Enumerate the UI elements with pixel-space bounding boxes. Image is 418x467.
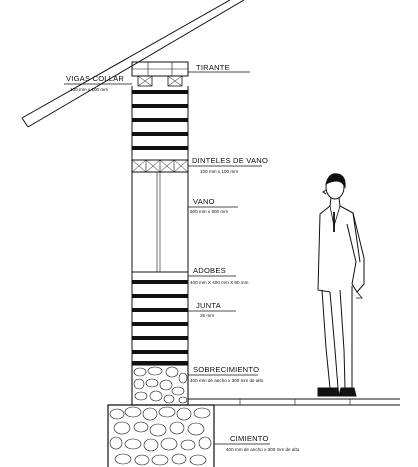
label-cimiento: CIMIENTO 400 mm de ancho x 300 mm de alt…	[214, 434, 300, 452]
adobes-title: ADOBES	[193, 266, 226, 275]
label-sobrecimiento: SOBRECIMIENTO 400 mm de ancho x 300 mm d…	[188, 365, 264, 383]
dintel-lintel	[131, 159, 189, 173]
vigas-collar-title: VIGAS COLLAR	[66, 74, 124, 83]
sobrecimiento-plinth	[131, 364, 189, 406]
dinteles-title: DINTELES DE VANO	[192, 156, 268, 165]
label-tirante: TIRANTE	[188, 63, 250, 73]
label-adobes: ADOBES 400 mm X 400 mm X 80 mm	[188, 266, 249, 285]
label-vigas-collar: VIGAS COLLAR 100 mm x 100 mm	[64, 74, 132, 92]
junta-title: JUNTA	[196, 301, 222, 310]
adobe-wall-upper	[131, 86, 189, 160]
tirante-title: TIRANTE	[196, 63, 230, 72]
sobrecimiento-dims: 400 mm de ancho x 300 mm de alto	[190, 378, 264, 383]
dinteles-dims: 100 mm x 100 mm	[200, 169, 238, 174]
roof-rafter	[21, 0, 245, 128]
cimiento-foundation	[107, 404, 215, 467]
floor-line	[188, 398, 400, 406]
junta-dims: 25 mm	[200, 313, 214, 318]
tirante-beam	[131, 61, 189, 87]
vano-title: VANO	[193, 197, 215, 206]
label-vano: VANO 500 mm x 500 mm	[188, 197, 238, 214]
sobrecimiento-title: SOBRECIMIENTO	[193, 365, 259, 374]
label-dinteles-de-vano: DINTELES DE VANO 100 mm x 100 mm	[188, 156, 268, 174]
adobes-dims: 400 mm X 400 mm X 80 mm	[190, 280, 249, 285]
vano-dims: 500 mm x 500 mm	[190, 209, 228, 214]
adobe-wall-lower	[131, 272, 189, 365]
cimiento-title: CIMIENTO	[230, 434, 269, 443]
label-junta: JUNTA 25 mm	[188, 301, 236, 318]
vigas-collar-dims: 100 mm x 100 mm	[70, 87, 108, 92]
human-figure-scale	[317, 173, 365, 397]
cimiento-dims: 400 mm de ancho x 300 mm de alto	[226, 447, 300, 452]
vano-window-opening	[131, 172, 189, 273]
